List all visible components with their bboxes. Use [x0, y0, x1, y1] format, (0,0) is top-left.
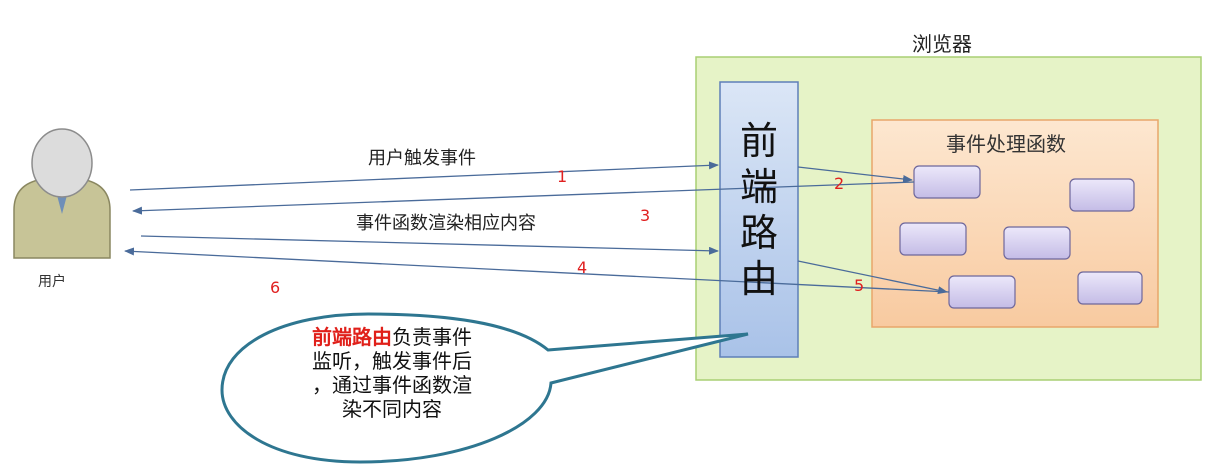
- callout-line-2: 监听，触发事件后: [284, 349, 500, 373]
- router-label: 前 端 路 由: [720, 118, 798, 302]
- callout-highlight: 前端路由: [312, 325, 392, 349]
- step-number-2: 2: [834, 174, 844, 193]
- step-number-1: 1: [557, 167, 567, 186]
- handler-box: [900, 223, 966, 255]
- handler-box: [1004, 227, 1070, 259]
- step-number-3: 3: [640, 206, 650, 225]
- event-handler-title: 事件处理函数: [946, 128, 1066, 157]
- handler-box: [949, 276, 1015, 308]
- user-icon: [14, 129, 110, 258]
- browser-title: 浏览器: [912, 28, 972, 57]
- step-number-4: 4: [577, 258, 587, 277]
- callout-text: 前端路由负责事件 监听，触发事件后 ，通过事件函数渲 染不同内容: [284, 325, 500, 421]
- step-number-6: 6: [270, 278, 280, 297]
- render-content-label: 事件函数渲染相应内容: [356, 209, 536, 235]
- handler-box: [1070, 179, 1134, 211]
- router-char: 路: [720, 210, 798, 256]
- user-trigger-label: 用户触发事件: [368, 144, 476, 170]
- router-char: 前: [720, 118, 798, 164]
- handler-box: [1078, 272, 1142, 304]
- router-char: 由: [720, 256, 798, 302]
- callout-line-3: ，通过事件函数渲: [284, 373, 500, 397]
- user-label: 用户: [38, 271, 66, 291]
- handler-box: [914, 166, 980, 198]
- router-char: 端: [720, 164, 798, 210]
- callout-line-1: 负责事件: [392, 325, 472, 349]
- step-number-5: 5: [854, 276, 864, 295]
- callout-line-4: 染不同内容: [284, 397, 500, 421]
- arrow-step-4: [141, 236, 718, 251]
